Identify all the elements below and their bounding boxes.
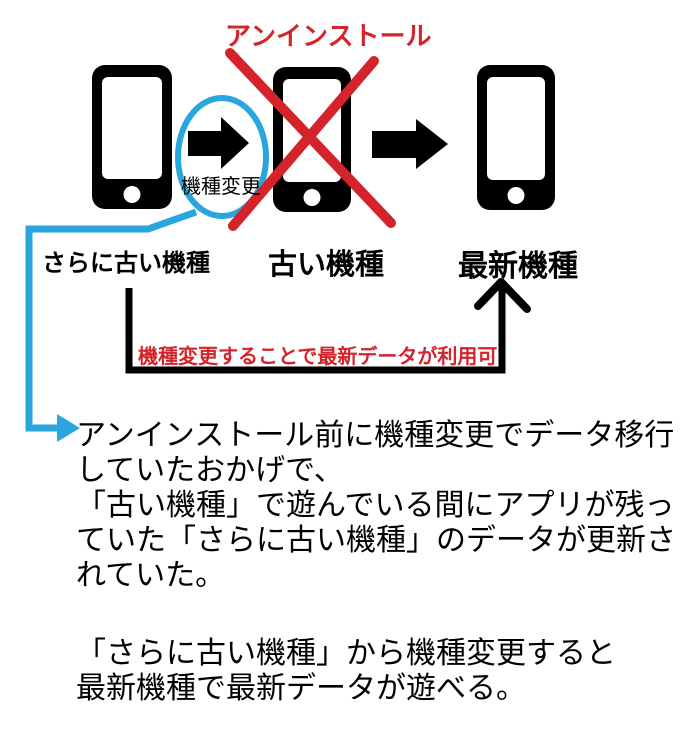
uninstall-title: アンインストール <box>225 21 432 51</box>
phone-screen <box>102 77 162 179</box>
phone-home-button <box>123 186 141 203</box>
phone-icon-old <box>273 67 351 212</box>
phone-home-button <box>303 189 321 206</box>
note-line: れていた。 <box>76 559 226 592</box>
phone-icon-latest <box>477 65 555 210</box>
note-line: 「さらに古い機種」から機種変更すると <box>76 637 616 670</box>
note-line: ていた「さらに古い機種」のデータが更新さ <box>76 524 676 557</box>
note-paragraph-2: 「さらに古い機種」から機種変更すると 最新機種で最新データが遊べる。 <box>76 636 676 706</box>
phone-icon-oldest <box>92 65 172 209</box>
note-line: していたおかげで、 <box>76 454 344 487</box>
note-paragraph-1: アンインストール前に機種変更でデータ移行 していたおかげで、 「古い機種」で遊ん… <box>76 418 676 593</box>
note-line: アンインストール前に機種変更でデータ移行 <box>76 419 675 452</box>
model-change-arrow-icon <box>188 117 249 169</box>
phone-home-button <box>507 187 525 204</box>
note-text-block: アンインストール前に機種変更でデータ移行 していたおかげで、 「古い機種」で遊ん… <box>76 418 676 706</box>
phone-screen <box>283 79 341 182</box>
phone-label-latest: 最新機種 <box>458 250 578 283</box>
transfer-arrow-icon <box>372 119 448 169</box>
note-line: 最新機種で最新データが遊べる。 <box>76 672 526 705</box>
up-arrow-icon <box>474 278 531 313</box>
model-change-label: 機種変更 <box>181 176 261 198</box>
phone-screen <box>487 77 545 180</box>
phone-label-oldest: さらに古い機種 <box>42 250 210 277</box>
note-line: 「古い機種」で遊んでいる間にアプリが残っ <box>76 489 675 522</box>
bracket-caption: 機種変更することで最新データが利用可 <box>138 346 498 368</box>
phone-label-old: 古い機種 <box>268 249 385 281</box>
